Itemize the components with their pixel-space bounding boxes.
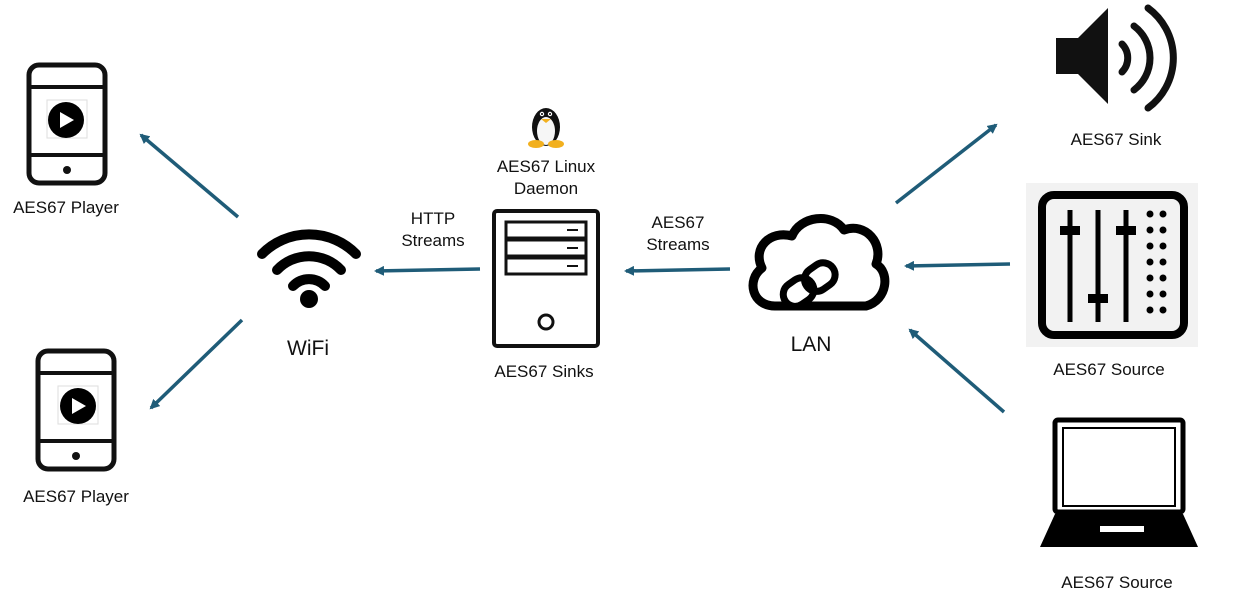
smartphone-icon: [26, 62, 108, 186]
lan-label: LAN: [790, 333, 832, 356]
sink-label: AES67 Sink: [1070, 130, 1162, 149]
source-mixer-label: AES67 Source: [1053, 360, 1165, 379]
wifi-icon: [257, 229, 361, 308]
http-streams-label: HTTP Streams: [378, 208, 488, 252]
http-streams-line2: Streams: [401, 231, 465, 250]
source-laptop-label: AES67 Source: [1061, 573, 1173, 592]
player-top-label: AES67 Player: [13, 198, 119, 217]
daemon-label: AES67 Linux Daemon: [486, 156, 606, 200]
laptop-icon: [1040, 417, 1198, 547]
speaker-icon: [1056, 4, 1177, 112]
player-bottom-label: AES67 Player: [23, 487, 129, 506]
wifi-label: WiFi: [287, 337, 329, 360]
aes67-streams-label: AES67 Streams: [626, 212, 730, 256]
arrow-laptop-to-lan: [908, 328, 1006, 414]
arrow-lan-to-sinks: [624, 265, 731, 276]
arrow-mixer-to-lan: [904, 260, 1011, 271]
aes67-streams-line2: Streams: [646, 235, 710, 254]
arrow-wifi-to-player-top: [139, 133, 240, 219]
arrow-lan-to-sink: [894, 123, 998, 205]
server-tower-icon: [492, 209, 600, 348]
tux-penguin-icon: [528, 108, 564, 148]
arrow-wifi-to-player-bottom: [149, 318, 244, 410]
aes67-streams-line1: AES67: [651, 213, 705, 232]
cloud-link-icon: [748, 214, 890, 311]
http-streams-line1: HTTP: [410, 209, 456, 228]
sinks-label: AES67 Sinks: [494, 362, 594, 381]
arrow-sinks-to-wifi: [374, 265, 481, 276]
mixer-fader-icon: [1026, 183, 1198, 347]
daemon-line2: Daemon: [513, 179, 579, 198]
daemon-line1: AES67 Linux: [496, 157, 596, 176]
smartphone-icon: [35, 348, 117, 472]
